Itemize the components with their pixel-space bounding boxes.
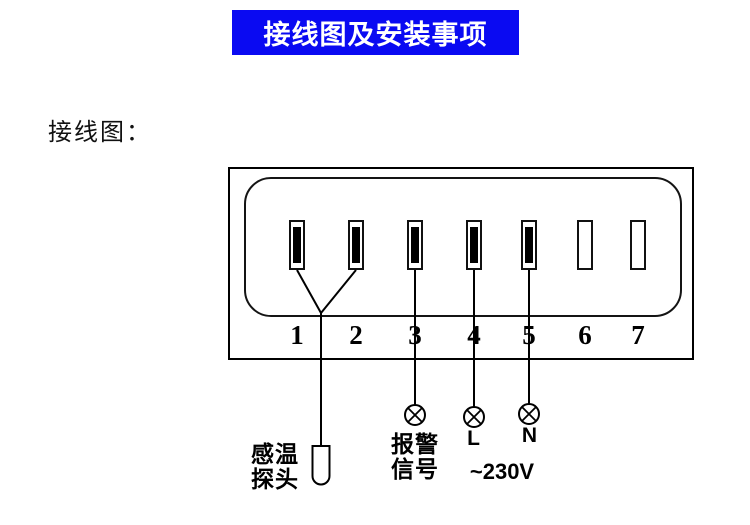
live-label: L [467,427,481,450]
probe-label-line1: 感温 [251,441,299,467]
terminal-number-3: 3 [408,320,422,350]
terminal-pin-2 [352,227,360,263]
page-title-banner: 接线图及安装事项 [232,10,519,55]
live-circle-x-icon [463,406,485,428]
terminal-slot-2 [348,220,364,270]
neutral-circle-x-icon [518,403,540,425]
neutral-circle-x-cross [521,406,537,422]
page-title: 接线图及安装事项 [263,20,488,50]
probe-label-line2: 探头 [251,466,299,492]
terminal-number-1: 1 [290,320,304,350]
terminal-pin-5 [525,227,533,263]
terminal-number-6: 6 [578,320,592,350]
terminal-block-body [244,177,682,317]
alarm-label-line2: 信号 [391,456,439,482]
probe-label: 感温 探头 [244,442,306,492]
terminal-slot-5 [521,220,537,270]
terminal-slot-3 [407,220,423,270]
terminal-number-7: 7 [631,320,645,350]
terminal-number-4: 4 [467,320,481,350]
neutral-label: N [521,424,539,447]
terminal-slot-6 [577,220,593,270]
terminal-slot-1 [289,220,305,270]
alarm-circle-x-cross [407,407,423,423]
alarm-label-line1: 报警 [391,431,439,457]
terminal-pin-4 [470,227,478,263]
live-circle-x-cross [466,409,482,425]
terminal-block-outer [228,167,694,360]
terminal-number-5: 5 [522,320,536,350]
temperature-probe-icon [311,445,331,486]
voltage-label: ~230V [469,459,535,484]
alarm-circle-x-icon [404,404,426,426]
section-label: 接线图： [48,120,152,146]
terminal-slot-4 [466,220,482,270]
terminal-number-2: 2 [349,320,363,350]
alarm-label: 报警 信号 [388,432,442,482]
terminal-pin-1 [293,227,301,263]
terminal-slot-7 [630,220,646,270]
terminal-pin-3 [411,227,419,263]
